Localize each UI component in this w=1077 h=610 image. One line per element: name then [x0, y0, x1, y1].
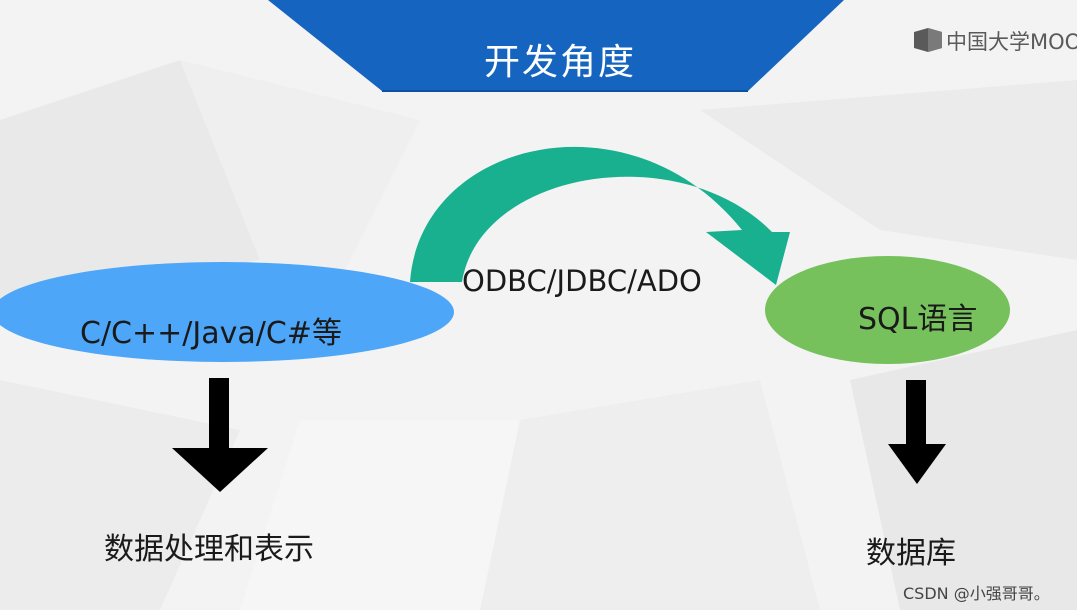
connector-label: ODBC/JDBC/ADO — [462, 264, 702, 298]
data-processing-label: 数据处理和表示 — [104, 532, 314, 567]
sql-node — [765, 256, 1010, 364]
page-title: 开发角度 — [483, 42, 636, 83]
mooc-logo-icon — [914, 28, 942, 52]
left-down-arrow — [172, 378, 268, 492]
connector-arrow — [410, 146, 790, 285]
right-down-arrow — [888, 380, 946, 484]
sql-node-label: SQL语言 — [858, 302, 978, 337]
title-banner — [268, 0, 844, 92]
language-node-label: C/C++/Java/C#等 — [80, 316, 342, 351]
database-label: 数据库 — [866, 536, 956, 571]
csdn-watermark: CSDN @小强哥哥。 — [903, 584, 1050, 603]
language-node — [0, 262, 454, 362]
